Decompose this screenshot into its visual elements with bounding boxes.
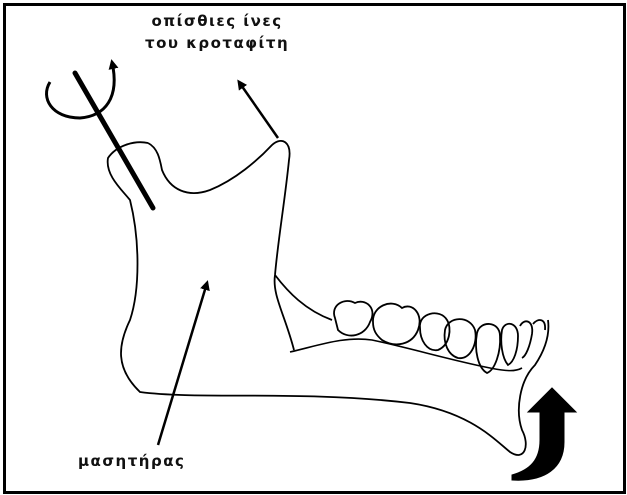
teeth	[334, 301, 545, 373]
posterior-fibers-label: οπίσθιες ίνες του κροταφίτη	[145, 10, 289, 54]
masseter-arrow	[158, 283, 207, 445]
masseter-label: μασητήρας	[78, 452, 185, 470]
curved-rotation-arrow-icon	[47, 62, 115, 118]
curved-upward-arrow-icon	[512, 388, 576, 480]
alveolar-ridge	[290, 339, 522, 371]
posterior-fibers-label-line1: οπίσθιες ίνες	[145, 10, 289, 32]
posterior-fibers-label-line2: του κροταφίτη	[145, 32, 289, 54]
temporalis-arrow	[239, 82, 278, 138]
mandible-outline	[108, 141, 549, 455]
